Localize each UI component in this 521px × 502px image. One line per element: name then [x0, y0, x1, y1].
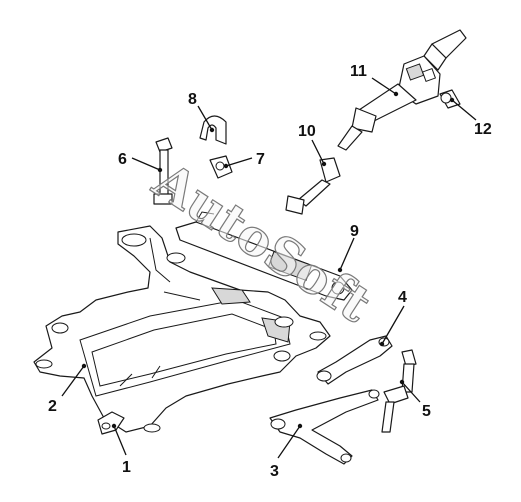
part-9-steering-rack [175, 211, 353, 301]
part-5-link [381, 349, 417, 433]
callout-5: 5 [422, 403, 431, 420]
callout-11: 11 [350, 63, 367, 80]
part-12-bushing [439, 89, 461, 109]
part-4-control-arm [316, 335, 393, 385]
part-8-clamp [199, 115, 227, 145]
part-7-bushing [209, 155, 233, 179]
callout-3: 3 [270, 463, 279, 480]
callout-12: 12 [474, 121, 492, 138]
callout-4: 4 [398, 289, 407, 306]
part-1-bracket [97, 411, 125, 435]
callout-2: 2 [48, 398, 57, 415]
callout-6: 6 [118, 151, 127, 168]
part-3-wishbone [269, 389, 380, 465]
callout-10: 10 [298, 123, 316, 140]
part-6-link [153, 137, 173, 205]
callout-leaders [61, 77, 477, 459]
part-2-subframe [33, 225, 331, 433]
callout-9: 9 [350, 223, 359, 240]
part-10-intermediate-shaft [285, 157, 341, 215]
callout-8: 8 [188, 91, 197, 108]
callout-7: 7 [256, 151, 265, 168]
callout-1: 1 [122, 459, 131, 476]
part-11-steering-column [337, 29, 467, 151]
